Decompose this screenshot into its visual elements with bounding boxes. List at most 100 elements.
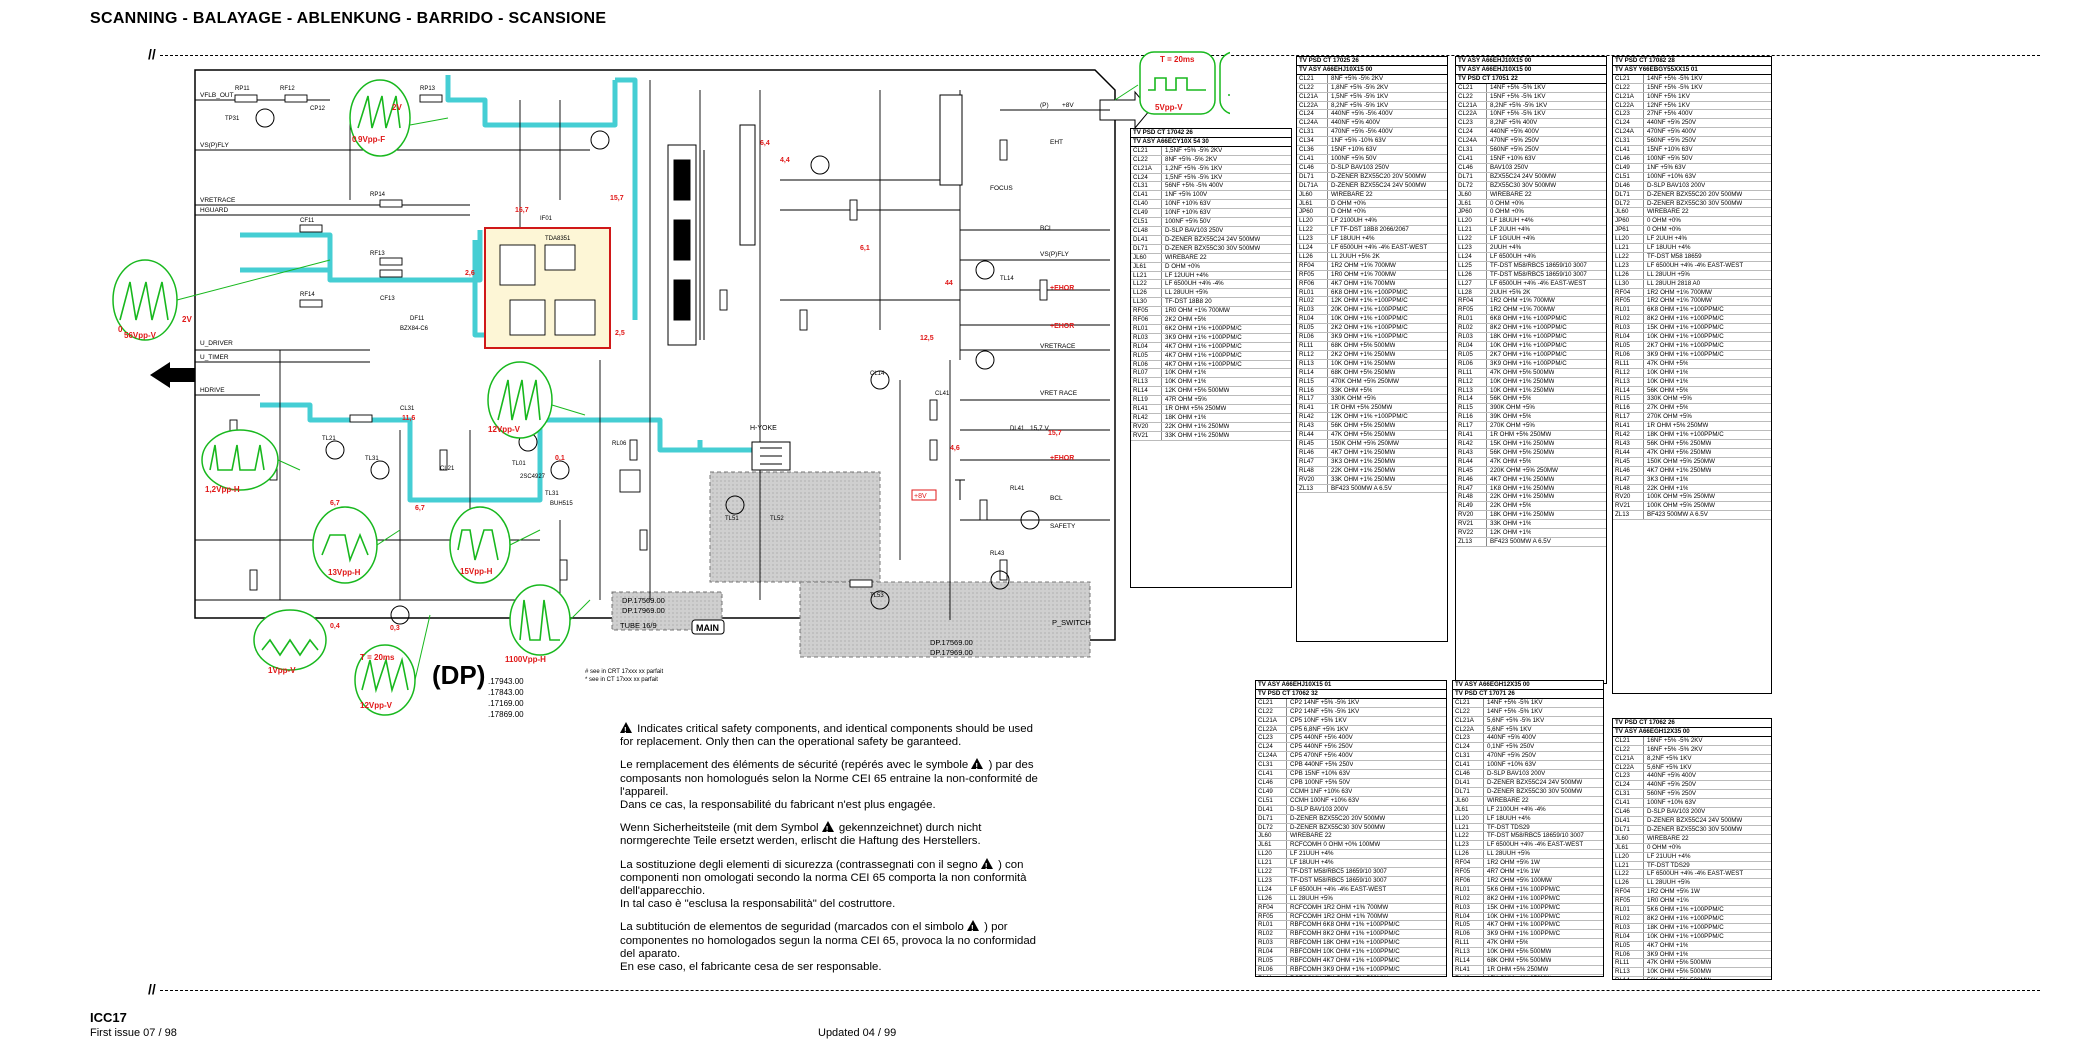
component-ref: RL44 bbox=[1297, 431, 1328, 439]
component-ref: JL61 bbox=[1456, 199, 1487, 208]
main-code-4: DP.17969.00 bbox=[930, 648, 973, 657]
component-value: 22K OHM +1% 250MW bbox=[1331, 466, 1396, 474]
component-value: 27K OHM +5% bbox=[1647, 404, 1689, 412]
component-ref: RL02 bbox=[1256, 930, 1287, 939]
component-value: LF TF-DST 18B8 2066/2067 bbox=[1331, 226, 1409, 234]
component-ref: CL21 bbox=[1613, 74, 1644, 83]
component-ref: CL21A bbox=[1256, 716, 1287, 725]
component-ref: CL31 bbox=[1297, 128, 1328, 137]
component-ref: RL44 bbox=[1613, 448, 1644, 457]
component-value: 56K OHM +5% 250MW bbox=[1490, 448, 1555, 456]
component-ref: RL42 bbox=[1297, 413, 1328, 422]
component-value: 440NF +5% 400V bbox=[1331, 119, 1381, 127]
component-ref: RL05 bbox=[1613, 941, 1644, 950]
component-value: 56NF +5% -5% 400V bbox=[1165, 182, 1224, 190]
component-ref: LL21 bbox=[1131, 271, 1162, 280]
dp-note: * see in CT 17xxx xx parfait bbox=[585, 677, 658, 683]
component-ref: RL46 bbox=[1297, 448, 1328, 457]
component-ref: RL11 bbox=[1297, 342, 1328, 350]
svg-text:TL21: TL21 bbox=[322, 436, 336, 442]
table-header: TV ASY A66EHJ10X15 00 bbox=[1456, 66, 1606, 75]
svg-text:SAFETY: SAFETY bbox=[1050, 523, 1076, 530]
component-value: 4K7 OHM +1% 700MW bbox=[1331, 279, 1396, 287]
safety-notes: Indicates critical safety components, an… bbox=[620, 722, 1040, 983]
note-de: Wenn Sicherheitsteile (mit dem Symbol ge… bbox=[620, 821, 1040, 848]
component-ref: RL05 bbox=[1131, 351, 1162, 360]
component-ref: RL05 bbox=[1456, 350, 1487, 359]
component-value: CP5 440NF +5% 400V bbox=[1290, 734, 1353, 742]
component-ref: LL20 bbox=[1613, 852, 1644, 861]
component-value: 3K3 OHM +1% 250MW bbox=[1331, 457, 1396, 465]
component-value: 8,2NF +5% -5% 1KV bbox=[1490, 101, 1548, 109]
component-value: 47R OHM +5% bbox=[1165, 396, 1207, 404]
component-ref: RV20 bbox=[1131, 422, 1162, 431]
component-value: 0 OHM +0% bbox=[1490, 199, 1524, 207]
component-value: 1R0 OHM +1% 700MW bbox=[1331, 270, 1396, 278]
component-value: 33K OHM +1% bbox=[1490, 520, 1532, 528]
component-value: LF 6500UH +4% bbox=[1490, 252, 1536, 260]
svg-text:+EHOR: +EHOR bbox=[1050, 323, 1074, 330]
component-ref: RF06 bbox=[1297, 279, 1328, 288]
component-value: 15K OHM +1% +100PPM/C bbox=[1647, 324, 1724, 332]
component-ref: JL60 bbox=[1456, 190, 1487, 199]
svg-text:CL14: CL14 bbox=[870, 371, 885, 377]
component-value: 2K7 OHM +1% +100PPM/C bbox=[1647, 342, 1724, 349]
svg-text:RL06: RL06 bbox=[612, 441, 627, 447]
component-ref: LL26 bbox=[1613, 270, 1644, 279]
component-value: 10NF +5% -5% 1KV bbox=[1490, 110, 1546, 118]
component-ref: CL24 bbox=[1456, 128, 1487, 137]
component-value: CP2 14NF +5% -5% 1KV bbox=[1290, 698, 1360, 706]
component-value: 1R2 OHM +1% 700MW bbox=[1490, 306, 1555, 314]
component-value: 33K OHM +1% 250MW bbox=[1331, 475, 1396, 483]
component-ref: RL45 bbox=[1297, 439, 1328, 448]
component-value: 56K OHM +5% bbox=[1647, 386, 1689, 394]
component-ref: RL01 bbox=[1131, 324, 1162, 333]
component-value: D-ZENER BZX55C24 24V 500MW bbox=[1331, 181, 1427, 189]
svg-text:TL52: TL52 bbox=[770, 516, 784, 522]
main-code-2: DP.17969.00 bbox=[622, 606, 665, 615]
svg-text:T = 20ms: T = 20ms bbox=[360, 653, 395, 662]
svg-text:4,6: 4,6 bbox=[950, 445, 960, 452]
component-value: 3K9 OHM +1% +100PPM/C bbox=[1165, 333, 1242, 341]
output-arrow-left bbox=[150, 362, 195, 388]
component-value: 440NF +5% 400V bbox=[1490, 128, 1540, 136]
component-value: 47K OHM +5% bbox=[1487, 939, 1529, 947]
component-ref: LL22 bbox=[1297, 226, 1328, 235]
component-ref: RV20 bbox=[1456, 511, 1487, 520]
component-value: 1R2 OHM +5% 1W bbox=[1487, 859, 1540, 867]
component-value: LF 21UUH +4% bbox=[1290, 850, 1334, 858]
component-value: 10K OHM +1% bbox=[1165, 378, 1207, 386]
component-ref: DL72 bbox=[1456, 181, 1487, 190]
component-ref: RL02 bbox=[1456, 324, 1487, 333]
component-ref: RL41 bbox=[1297, 404, 1328, 413]
table-header: TV PSD CT 17062 26 bbox=[1613, 719, 1771, 728]
component-value: 560NF +5% 250V bbox=[1647, 137, 1697, 145]
component-ref: RF05 bbox=[1131, 307, 1162, 316]
